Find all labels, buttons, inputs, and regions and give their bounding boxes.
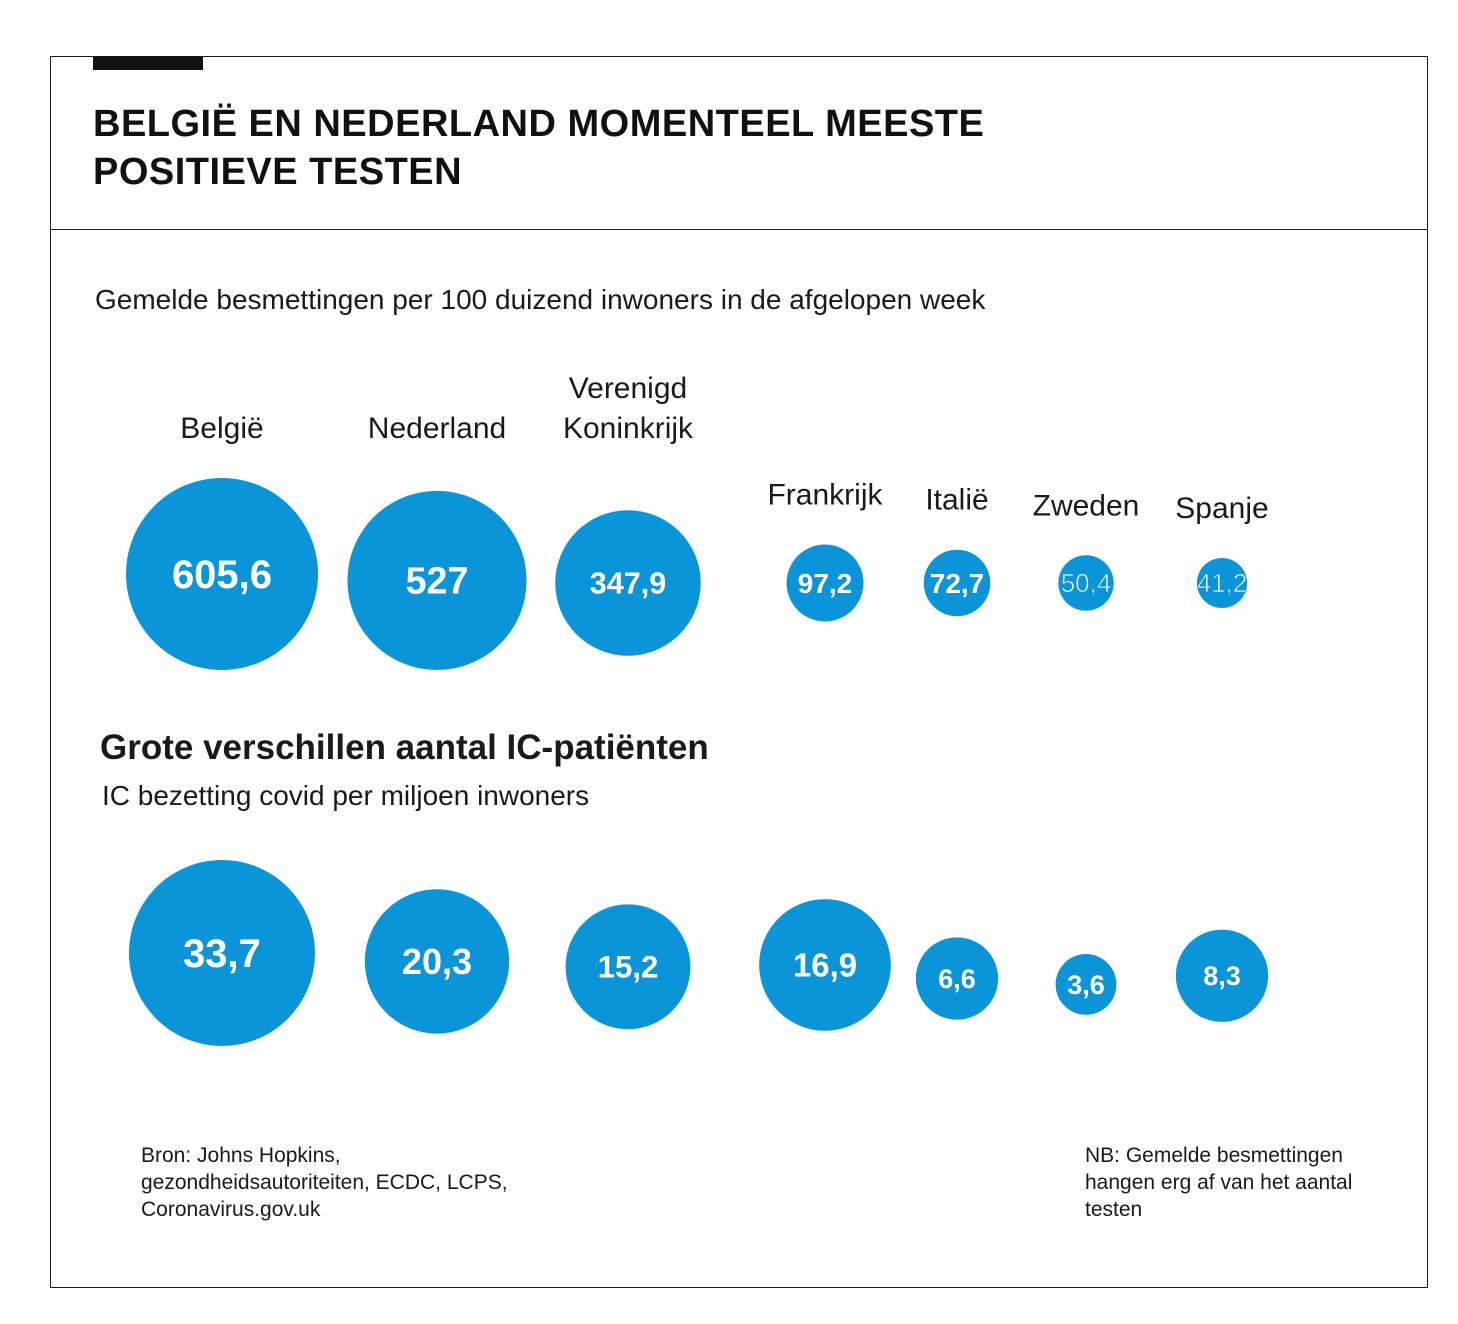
bubble-ic-zweden — [1055, 954, 1117, 1015]
value-label-ic-zweden: 3,6 — [1067, 970, 1105, 1000]
bubble-cases-frankrijk — [786, 544, 864, 622]
bubble-ic-nederland — [364, 889, 510, 1034]
value-label-cases-italie: 72,7 — [930, 568, 985, 599]
bubble-cases-nederland — [347, 490, 527, 670]
value-label-cases-belgie: 605,6 — [172, 553, 272, 597]
value-label-ic-italie: 6,6 — [938, 964, 976, 994]
chart1-subtitle: Gemelde besmettingen per 100 duizend inw… — [95, 284, 986, 315]
country-label-spanje: Spanje — [1175, 492, 1268, 525]
source-note: Bron: Johns Hopkins, gezondheidsautorite… — [141, 1144, 508, 1221]
footnote: NB: Gemelde besmettingen hangen erg af v… — [1085, 1144, 1353, 1221]
bubble-cases-zweden — [1058, 555, 1114, 611]
value-label-cases-nederland: 527 — [406, 560, 469, 602]
bubble-cases-spanje — [1196, 557, 1248, 609]
country-label-belgie: België — [180, 412, 263, 445]
bubble-ic-italie — [915, 937, 999, 1020]
value-label-ic-spanje: 8,3 — [1203, 961, 1241, 991]
bubble-cases-belgie — [126, 478, 318, 670]
value-label-cases-spanje: 41,2 — [1197, 568, 1248, 598]
value-label-ic-nederland: 20,3 — [402, 941, 472, 982]
bubble-ic-frankrijk — [759, 899, 891, 1031]
country-label-zweden: Zweden — [1033, 489, 1140, 522]
value-label-cases-verenigd-koninkrijk: 347,9 — [590, 567, 666, 601]
chart2-title: Grote verschillen aantal IC-patiënten — [100, 728, 709, 767]
bubble-ic-verenigd-koninkrijk — [565, 904, 691, 1030]
top-accent-bar — [93, 56, 203, 70]
country-label-frankrijk: Frankrijk — [767, 479, 883, 512]
value-label-cases-zweden: 50,4 — [1061, 568, 1112, 598]
header-divider — [50, 229, 1428, 230]
value-label-ic-belgie: 33,7 — [183, 932, 261, 976]
bubble-cases-verenigd-koninkrijk — [555, 510, 701, 656]
page-title: BELGIË EN NEDERLAND MOMENTEEL MEESTE POS… — [93, 103, 985, 193]
value-label-cases-frankrijk: 97,2 — [798, 568, 853, 599]
bubble-cases-italie — [923, 549, 991, 617]
bubble-ic-spanje — [1175, 929, 1269, 1022]
country-label-nederland: Nederland — [368, 412, 506, 445]
country-label-italie: Italië — [925, 484, 988, 517]
bubble-ic-belgie — [129, 860, 315, 1046]
chart2-subtitle: IC bezetting covid per miljoen inwoners — [102, 780, 590, 811]
chart-frame — [50, 56, 1428, 1288]
value-label-ic-frankrijk: 16,9 — [793, 946, 857, 983]
value-label-ic-verenigd-koninkrijk: 15,2 — [598, 950, 659, 985]
